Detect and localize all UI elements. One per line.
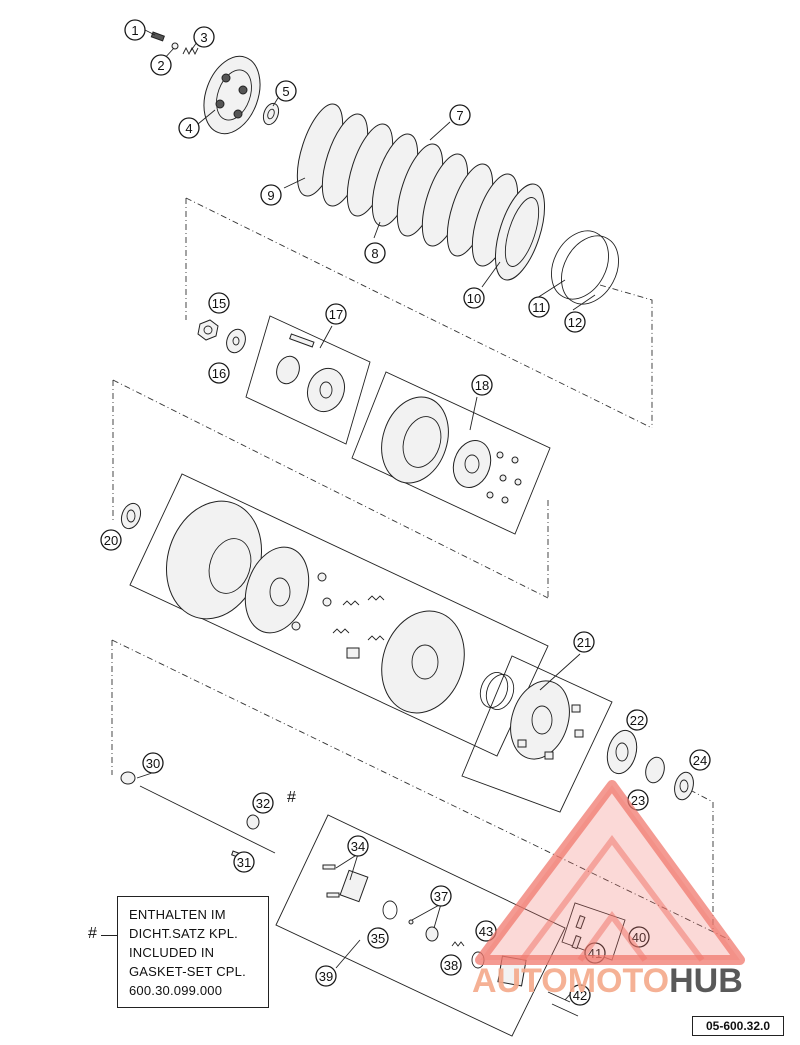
note-box: ENTHALTEN IM DICHT.SATZ KPL. INCLUDED IN… (117, 896, 269, 1008)
callout-number: 43 (479, 924, 493, 939)
callout-number: 2 (157, 58, 164, 73)
callout-12: 12 (564, 311, 586, 333)
part-washer-24 (674, 771, 694, 801)
callout-34: 34 (347, 835, 369, 857)
part-bearing-5 (262, 102, 280, 126)
part-wire-rings-11-12 (551, 230, 619, 305)
part-seal-32 (246, 814, 260, 830)
callout-labels: 1234578910111215161718202122232430313234… (100, 19, 711, 1006)
callout-number: 10 (467, 291, 481, 306)
note-line-5: 600.30.099.000 (129, 983, 223, 998)
callout-1: 1 (124, 19, 146, 41)
callout-15: 15 (208, 292, 230, 314)
callout-number: 35 (371, 931, 385, 946)
callout-number: 23 (631, 793, 645, 808)
callout-number: 39 (319, 969, 333, 984)
part-frame-17 (245, 315, 371, 445)
callout-7: 7 (449, 104, 471, 126)
callout-number: 17 (329, 307, 343, 322)
callout-20: 20 (100, 529, 122, 551)
part-clutch-disc-stack (296, 103, 546, 281)
callout-30: 30 (142, 752, 164, 774)
callout-18: 18 (471, 374, 493, 396)
callout-number: 11 (532, 300, 546, 315)
callout-number: 12 (568, 315, 582, 330)
callout-number: 18 (475, 378, 489, 393)
note-line-4: GASKET-SET CPL. (129, 964, 246, 979)
callout-39: 39 (315, 965, 337, 987)
callout-43: 43 (475, 920, 497, 942)
part-needle-bearing-23 (645, 756, 665, 784)
callout-22: 22 (626, 709, 648, 731)
callout-number: 9 (267, 188, 274, 203)
callout-5: 5 (275, 80, 297, 102)
part-nut-15 (197, 319, 219, 341)
callout-3: 3 (193, 26, 215, 48)
part-frame-21 (461, 655, 613, 813)
guide-line (112, 379, 549, 599)
brand-watermark-text: AUTOMOTOHUB (472, 962, 743, 1000)
part-washer-16 (226, 328, 246, 354)
callout-8: 8 (364, 242, 386, 264)
callout-number: 42 (573, 988, 587, 1003)
callout-10: 10 (463, 287, 485, 309)
callout-number: 34 (351, 839, 365, 854)
callout-number: 32 (256, 796, 270, 811)
callout-number: 7 (456, 108, 463, 123)
callout-number: 16 (212, 366, 226, 381)
guide-line (185, 197, 653, 429)
reference-code: 05-600.32.0 (692, 1016, 784, 1036)
part-sprocket-22 (606, 729, 638, 775)
note-line-3: INCLUDED IN (129, 945, 215, 960)
callout-31: 31 (233, 851, 255, 873)
callout-number: 30 (146, 756, 160, 771)
callout-number: 37 (434, 889, 448, 904)
callout-number: 20 (104, 533, 118, 548)
callout-number: 4 (185, 121, 192, 136)
callout-number: 8 (371, 246, 378, 261)
callout-32: 32 (252, 792, 274, 814)
callout-2: 2 (150, 54, 172, 76)
callout-17: 17 (325, 303, 347, 325)
callout-23: 23 (627, 789, 649, 811)
callout-35: 35 (367, 927, 389, 949)
callout-16: 16 (208, 362, 230, 384)
part-seal-20 (120, 502, 142, 530)
callout-number: 31 (237, 855, 251, 870)
part-clutch-hub-18 (351, 371, 551, 535)
part-screw-1 (150, 31, 165, 42)
callout-11: 11 (528, 296, 550, 318)
callout-24: 24 (689, 749, 711, 771)
part-clutch-basket (129, 473, 549, 757)
callout-38: 38 (440, 954, 462, 976)
note-leader-line (101, 935, 117, 936)
callout-number: 5 (282, 84, 289, 99)
note-line-1: ENTHALTEN IM (129, 907, 226, 922)
callout-number: 24 (693, 753, 707, 768)
callout-number: 21 (577, 635, 591, 650)
callout-9: 9 (260, 184, 282, 206)
part-push-rod-30 (120, 771, 276, 854)
callout-42: 42 (569, 984, 591, 1006)
note-marker: # (88, 925, 97, 942)
guide-line (111, 639, 731, 941)
part-washer-2 (171, 42, 179, 50)
guide-line (599, 284, 653, 428)
callout-number: 1 (131, 23, 138, 38)
callout-number: 15 (212, 296, 226, 311)
callout-4: 4 (178, 117, 200, 139)
callout-37: 37 (430, 885, 452, 907)
callout-number: 40 (632, 930, 646, 945)
callout-number: 3 (200, 30, 207, 45)
part-pressure-plate-4 (203, 55, 261, 135)
hash-marker: # (287, 789, 296, 806)
leader-lines (136, 29, 596, 1001)
callout-number: 22 (630, 713, 644, 728)
callout-number: 38 (444, 958, 458, 973)
note-line-2: DICHT.SATZ KPL. (129, 926, 238, 941)
callout-21: 21 (573, 631, 595, 653)
